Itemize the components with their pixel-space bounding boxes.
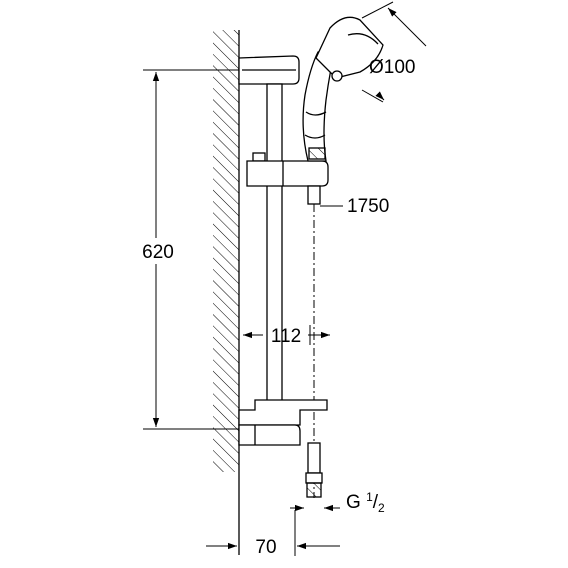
- rail-bar: [266, 83, 283, 411]
- height-label-bg: [138, 238, 178, 264]
- handle-grip: [308, 147, 326, 160]
- slider-holder: [246, 152, 329, 205]
- thread-label: G 1/2: [346, 490, 385, 515]
- diameter-line-upper: [387, 7, 427, 47]
- shower-head: [315, 16, 384, 79]
- depth-label: 112: [271, 326, 301, 347]
- diameter-extension-top: [361, 1, 394, 19]
- thread-slash: /: [373, 492, 379, 513]
- thread-label-main: G: [346, 492, 366, 513]
- thread-icon: [306, 482, 322, 498]
- diameter-label: Ø100: [369, 57, 415, 78]
- elbow-nut: [305, 472, 323, 484]
- thread-denominator: 2: [378, 501, 385, 515]
- rail: [266, 83, 283, 411]
- upper-bracket: [238, 55, 300, 85]
- hose-connector: [307, 185, 321, 205]
- offset-dimension: [206, 510, 340, 556]
- slider-body: [246, 160, 329, 187]
- offset-label: 70: [255, 537, 276, 558]
- thread-numerator: 1: [366, 490, 373, 504]
- slider-knob: [252, 152, 266, 162]
- depth-dimension: [243, 325, 330, 345]
- shower-button-icon: [331, 70, 343, 82]
- diameter-line-lower: [375, 91, 385, 101]
- hand-shower: [302, 16, 384, 162]
- shower-head-face: [347, 33, 379, 45]
- height-label: 620: [142, 242, 174, 263]
- lower-bracket-body: [238, 424, 301, 446]
- handle-band-lower: [304, 134, 326, 139]
- lower-bracket: [238, 399, 328, 446]
- hose-length-label: 1750: [347, 196, 389, 217]
- elbow-upper: [307, 442, 321, 474]
- diameter-extension-bottom: [361, 89, 384, 103]
- wall-hatching: [213, 30, 239, 472]
- wall-connection: [305, 442, 323, 498]
- diameter-dimension: [361, 1, 427, 103]
- wall: [213, 30, 240, 555]
- handle-band: [305, 111, 327, 116]
